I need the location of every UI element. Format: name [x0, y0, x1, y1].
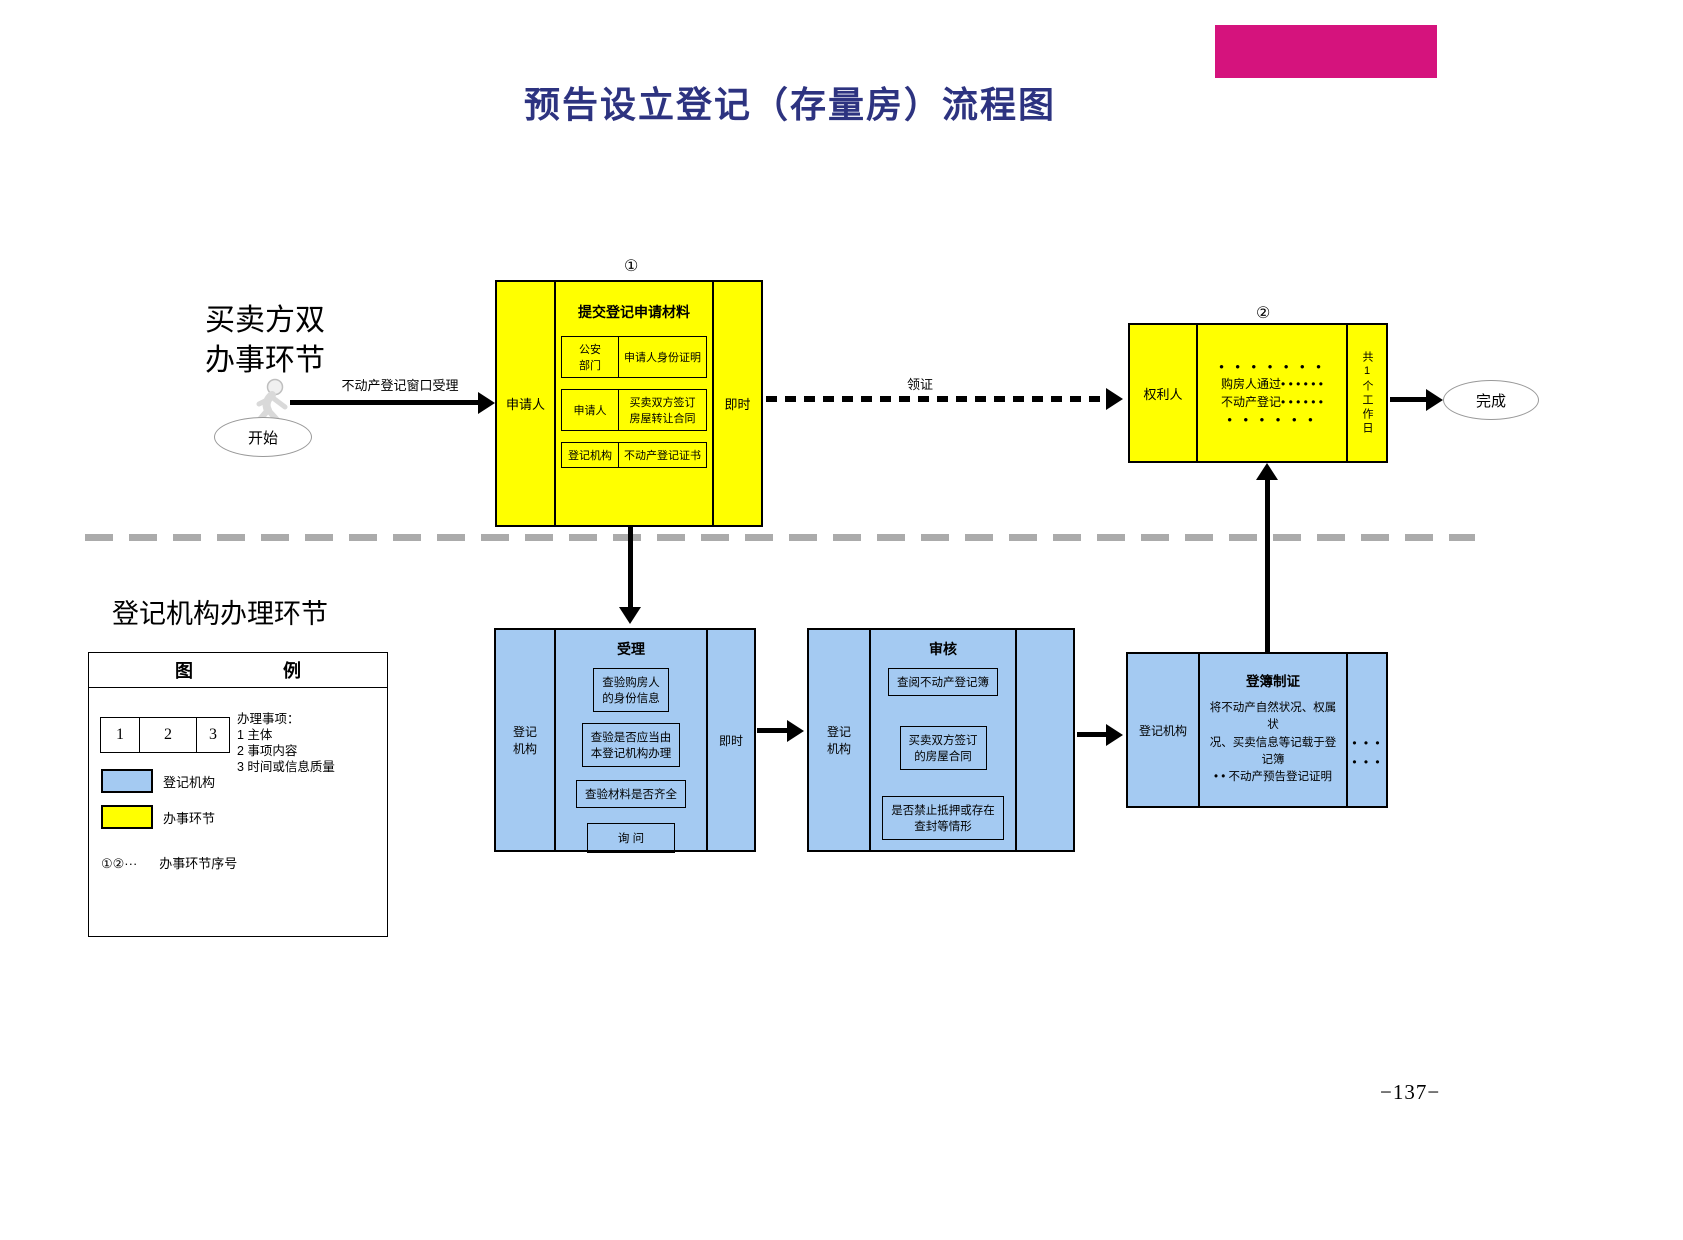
material-source: 登记机构 — [562, 443, 619, 467]
page-number: −137− — [1380, 1080, 1441, 1104]
review-task: 是否禁止抵押或存在 查封等情形 — [882, 796, 1004, 840]
arrowhead-review-record — [1106, 724, 1123, 746]
arrowhead-finish — [1426, 389, 1443, 411]
legend-header: 图 例 — [89, 653, 387, 688]
magenta-banner — [1215, 25, 1437, 78]
step1-subject: 申请人 — [497, 282, 556, 525]
lane-divider — [85, 534, 1475, 541]
material-source: 公安 部门 — [562, 337, 619, 377]
material-row: 公安 部门 申请人身份证明 — [561, 336, 707, 378]
review-task: 查阅不动产登记簿 — [888, 668, 998, 696]
step2-subject: 权利人 — [1130, 325, 1198, 461]
legend-serial: ①②··· 办事环节序号 — [101, 853, 237, 872]
certificate-label: 领证 — [906, 377, 933, 392]
legend-yellow-label: 办事环节 — [163, 811, 216, 826]
page-title: 预告设立登记（存量房）流程图 — [523, 85, 1056, 125]
step1-title: 提交登记申请材料 — [578, 304, 690, 320]
legend-notes: 办理事项： 1 主体 2 事项内容 3 时间或信息质量 — [237, 711, 335, 775]
record-side: • • • • • • — [1346, 654, 1386, 806]
arrowhead-to-accept — [619, 607, 641, 624]
arrow-window-acceptance — [290, 400, 480, 405]
record-box: 登记机构 登簿制证 将不动产自然状况、权属状 况、买卖信息等记载于登记簿 • •… — [1126, 652, 1388, 808]
review-time-empty — [1015, 630, 1073, 850]
arrow-record-to-step2 — [1265, 480, 1270, 652]
record-subject: 登记机构 — [1128, 654, 1200, 806]
material-item: 买卖双方签订 房屋转让合同 — [629, 397, 696, 425]
step2-box: 权利人 • • • • • • • 购房人通过• • • • • • 不动产登记… — [1128, 323, 1388, 463]
record-title: 登簿制证 — [1246, 674, 1300, 689]
legend-blue-label: 登记机构 — [163, 775, 216, 790]
accept-box: 登记 机构 受理 查验购房人 的身份信息 查验是否应当由 本登记机构办理 查验材… — [494, 628, 756, 853]
legend-serial-label: 办事环节序号 — [159, 856, 238, 871]
arrow-review-record — [1077, 732, 1113, 737]
arrowhead-window-acceptance — [478, 392, 495, 414]
accept-task: 查验材料是否齐全 — [576, 780, 686, 808]
review-title: 审核 — [929, 641, 957, 657]
legend-cell-1: 1 — [100, 717, 140, 753]
step2-dots-bottom: • • • • • • — [1227, 411, 1317, 427]
step2-number: ② — [1256, 305, 1271, 322]
legend-yellow-swatch — [101, 805, 153, 829]
review-subject: 登记 机构 — [809, 630, 871, 850]
legend-cell-2: 2 — [139, 717, 197, 753]
step2-time-text: 共1个工作日 — [1361, 350, 1373, 436]
step1-time: 即时 — [712, 282, 761, 525]
step2-dots-top: • • • • • • • — [1219, 359, 1325, 375]
review-task: 买卖双方签订 的房屋合同 — [899, 726, 987, 770]
record-body: 将不动产自然状况、权属状 况、买卖信息等记载于登记簿 • • 不动产预告登记证明 — [1209, 702, 1337, 783]
step1-number: ① — [624, 258, 639, 275]
accept-time: 即时 — [706, 630, 754, 850]
step1-box: 申请人 提交登记申请材料 公安 部门 申请人身份证明 申请人 买卖双方签订 房屋… — [495, 280, 763, 527]
material-item: 不动产登记证书 — [624, 450, 701, 462]
legend-note: 1 主体 — [237, 728, 273, 742]
legend-note: 3 时间或信息质量 — [237, 760, 335, 774]
arrowhead-accept-review — [787, 720, 804, 742]
accept-title: 受理 — [617, 641, 645, 657]
arrowhead-record-to-step2 — [1256, 463, 1278, 480]
registry-lane-label: 登记机构办理环节 — [112, 599, 328, 629]
legend-notes-title: 办理事项： — [237, 712, 300, 726]
material-row: 申请人 买卖双方签订 房屋转让合同 — [561, 389, 707, 431]
material-item: 申请人身份证明 — [624, 352, 701, 364]
start-node: 开始 — [214, 417, 312, 457]
arrowhead-certificate — [1106, 388, 1123, 410]
arrow-to-accept — [628, 527, 633, 609]
step2-time: 共1个工作日 — [1346, 325, 1386, 461]
legend-box: 图 例 1 2 3 办理事项： 1 主体 2 事项内容 3 时间或信息质量 登记… — [88, 652, 388, 937]
window-acceptance-label: 不动产登记窗口受理 — [341, 378, 459, 393]
arrow-accept-review — [757, 728, 793, 733]
accept-subject: 登记 机构 — [496, 630, 556, 850]
applicant-lane-label: 买卖方双 办事环节 — [205, 304, 325, 377]
material-row: 登记机构 不动产登记证书 — [561, 442, 707, 468]
accept-task: 查验购房人 的身份信息 — [593, 668, 669, 712]
accept-task: 询 问 — [586, 823, 676, 853]
finish-node: 完成 — [1443, 380, 1539, 420]
step2-line1: 购房人通过• • • • • • — [1221, 377, 1323, 392]
legend-title-left: 图 — [175, 661, 193, 681]
legend-title-right: 例 — [283, 661, 301, 681]
legend-blue-swatch — [101, 769, 153, 793]
review-box: 登记 机构 审核 查阅不动产登记簿 买卖双方签订 的房屋合同 是否禁止抵押或存在… — [807, 628, 1075, 852]
step2-line2: 不动产登记• • • • • • — [1221, 394, 1323, 409]
legend-sample-strip: 1 2 3 — [100, 717, 230, 753]
legend-cell-3: 3 — [196, 717, 230, 753]
arrow-certificate — [766, 396, 1108, 402]
legend-note: 2 事项内容 — [237, 744, 298, 758]
material-source: 申请人 — [562, 390, 619, 430]
accept-task: 查验是否应当由 本登记机构办理 — [581, 723, 681, 767]
record-side-dots: • • • • • • — [1352, 735, 1382, 769]
legend-serial-prefix: ①②··· — [101, 856, 138, 871]
arrow-finish — [1390, 397, 1434, 402]
